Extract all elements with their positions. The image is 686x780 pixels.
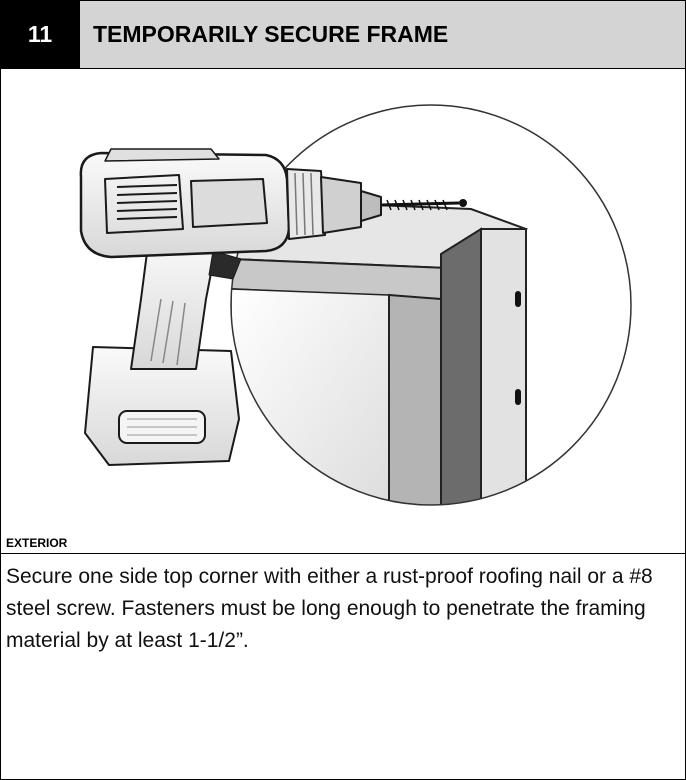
drill-frame-illustration bbox=[79, 104, 632, 506]
section-divider bbox=[1, 553, 685, 554]
step-header: 11 TEMPORARILY SECURE FRAME bbox=[1, 1, 685, 69]
instruction-text: Secure one side top corner with either a… bbox=[6, 565, 653, 652]
step-title: TEMPORARILY SECURE FRAME bbox=[79, 1, 685, 68]
drill-icon bbox=[79, 148, 382, 466]
detail-circle-outline bbox=[230, 104, 632, 506]
frame-corner-detail bbox=[231, 105, 631, 505]
exterior-label: EXTERIOR bbox=[6, 536, 68, 550]
step-number: 11 bbox=[1, 1, 79, 68]
